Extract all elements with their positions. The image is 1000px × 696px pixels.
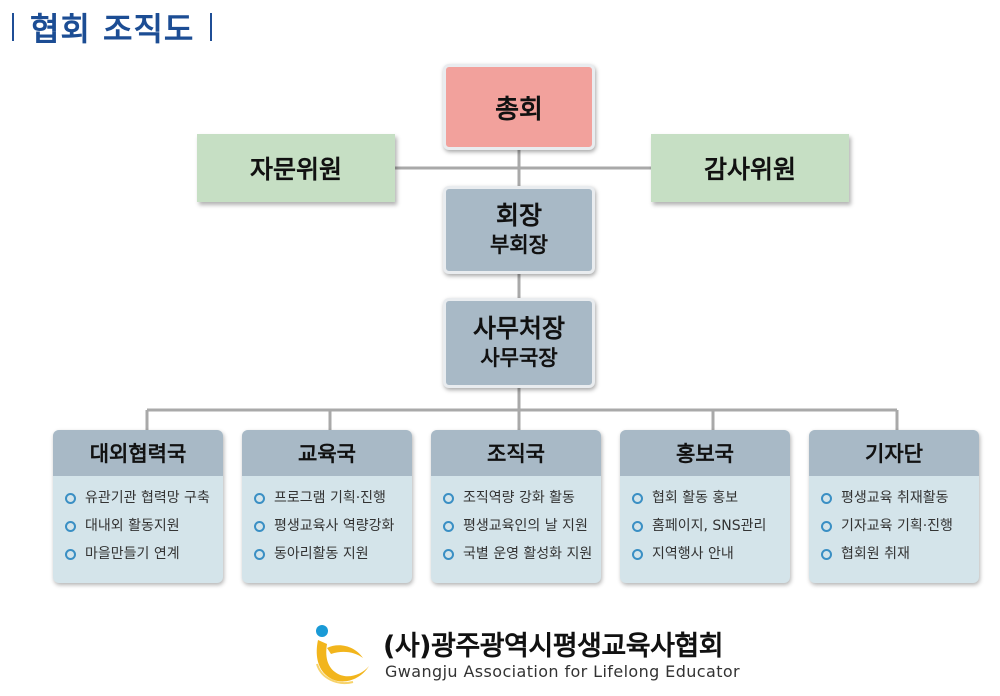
association-logo-icon (316, 625, 369, 684)
general-assembly-box: 총회 (443, 64, 595, 150)
advisors-box: 자문위원 (197, 134, 395, 202)
circle-bullet-icon (254, 548, 265, 560)
dept-title: 조직국 (431, 430, 601, 476)
circle-bullet-icon (821, 492, 832, 504)
dept-duty-item: 평생교육사 역량강화 (254, 512, 412, 540)
dept-public-relations: 홍보국 협회 활동 홍보 홈페이지, SNS관리 지역행사 안내 (620, 430, 790, 583)
dept-duty-item: 홈페이지, SNS관리 (632, 512, 790, 540)
general-assembly-label: 총회 (495, 94, 543, 125)
dept-duty-list: 협회 활동 홍보 홈페이지, SNS관리 지역행사 안내 (620, 484, 790, 568)
association-logo-block: (사)광주광역시평생교육사협회 Gwangju Association for … (305, 620, 740, 690)
dept-duty-text: 홈페이지, SNS관리 (652, 518, 767, 534)
circle-bullet-icon (443, 548, 454, 560)
dept-duty-text: 유관기관 협력망 구축 (85, 490, 210, 506)
dept-duty-list: 프로그램 기획·진행 평생교육사 역량강화 동아리활동 지원 (242, 484, 412, 568)
title-bar: 협회 조직도 (12, 10, 213, 48)
dept-duty-item: 대내외 활동지원 (65, 512, 223, 540)
org-name-korean: (사)광주광역시평생교육사협회 (383, 631, 724, 662)
dept-duty-text: 마을만들기 연계 (85, 546, 180, 562)
dept-duty-text: 동아리활동 지원 (274, 546, 369, 562)
dept-duty-text: 지역행사 안내 (652, 546, 734, 562)
dept-duty-text: 대내외 활동지원 (85, 518, 180, 534)
dept-press-corps: 기자단 평생교육 취재활동 기자교육 기획·진행 협회원 취재 (809, 430, 979, 583)
dept-organization: 조직국 조직역량 강화 활동 평생교육인의 날 지원 국별 운영 활성화 지원 (431, 430, 601, 583)
dept-duty-list: 유관기관 협력망 구축 대내외 활동지원 마을만들기 연계 (53, 484, 223, 568)
dept-duty-text: 협회 활동 홍보 (652, 490, 739, 506)
circle-bullet-icon (65, 520, 76, 532)
dept-duty-text: 국별 운영 활성화 지원 (463, 546, 593, 562)
dept-duty-item: 지역행사 안내 (632, 540, 790, 568)
vice-president-label: 부회장 (490, 233, 548, 257)
dept-duty-item: 조직역량 강화 활동 (443, 484, 601, 512)
president-label: 회장 (495, 201, 542, 230)
dept-duty-text: 협회원 취재 (841, 546, 910, 562)
dept-duty-item: 동아리활동 지원 (254, 540, 412, 568)
dept-duty-text: 프로그램 기획·진행 (274, 490, 386, 506)
title-left-divider (12, 13, 14, 41)
circle-bullet-icon (443, 492, 454, 504)
dept-duty-item: 국별 운영 활성화 지원 (443, 540, 601, 568)
circle-bullet-icon (65, 548, 76, 560)
dept-external-cooperation: 대외협력국 유관기관 협력망 구축 대내외 활동지원 마을만들기 연계 (53, 430, 223, 583)
circle-bullet-icon (632, 520, 643, 532)
circle-bullet-icon (254, 492, 265, 504)
dept-duty-item: 프로그램 기획·진행 (254, 484, 412, 512)
dept-duty-item: 유관기관 협력망 구축 (65, 484, 223, 512)
dept-title: 기자단 (809, 430, 979, 476)
circle-bullet-icon (65, 492, 76, 504)
dept-duty-item: 협회 활동 홍보 (632, 484, 790, 512)
page-title: 협회 조직도 (30, 10, 195, 48)
dept-duty-text: 기자교육 기획·진행 (841, 518, 953, 534)
dept-duty-list: 평생교육 취재활동 기자교육 기획·진행 협회원 취재 (809, 484, 979, 568)
dept-duty-text: 평생교육사 역량강화 (274, 518, 395, 534)
circle-bullet-icon (632, 492, 643, 504)
circle-bullet-icon (821, 548, 832, 560)
circle-bullet-icon (821, 520, 832, 532)
title-right-divider (210, 13, 213, 41)
dept-title: 대외협력국 (53, 430, 223, 476)
auditors-label: 감사위원 (703, 155, 796, 184)
circle-bullet-icon (632, 548, 643, 560)
dept-duty-item: 평생교육 취재활동 (821, 484, 979, 512)
dept-duty-item: 평생교육인의 날 지원 (443, 512, 601, 540)
dept-duty-text: 조직역량 강화 활동 (463, 490, 575, 506)
dept-duty-text: 평생교육인의 날 지원 (463, 518, 588, 534)
dept-duty-item: 마을만들기 연계 (65, 540, 223, 568)
circle-bullet-icon (254, 520, 265, 532)
dept-title: 홍보국 (620, 430, 790, 476)
secretariat-box: 사무처장 사무국장 (443, 298, 595, 388)
auditors-box: 감사위원 (651, 134, 849, 202)
dept-education: 교육국 프로그램 기획·진행 평생교육사 역량강화 동아리활동 지원 (242, 430, 412, 583)
circle-bullet-icon (443, 520, 454, 532)
president-box: 회장 부회장 (443, 186, 595, 274)
dept-duty-text: 평생교육 취재활동 (841, 490, 949, 506)
secretary-general-label: 사무처장 (472, 314, 565, 343)
dept-duty-item: 협회원 취재 (821, 540, 979, 568)
dept-duty-list: 조직역량 강화 활동 평생교육인의 날 지원 국별 운영 활성화 지원 (431, 484, 601, 568)
org-name-english: Gwangju Association for Lifelong Educato… (385, 662, 741, 681)
dept-title: 교육국 (242, 430, 412, 476)
dept-duty-item: 기자교육 기획·진행 (821, 512, 979, 540)
advisors-label: 자문위원 (249, 155, 342, 184)
office-director-label: 사무국장 (480, 346, 558, 370)
